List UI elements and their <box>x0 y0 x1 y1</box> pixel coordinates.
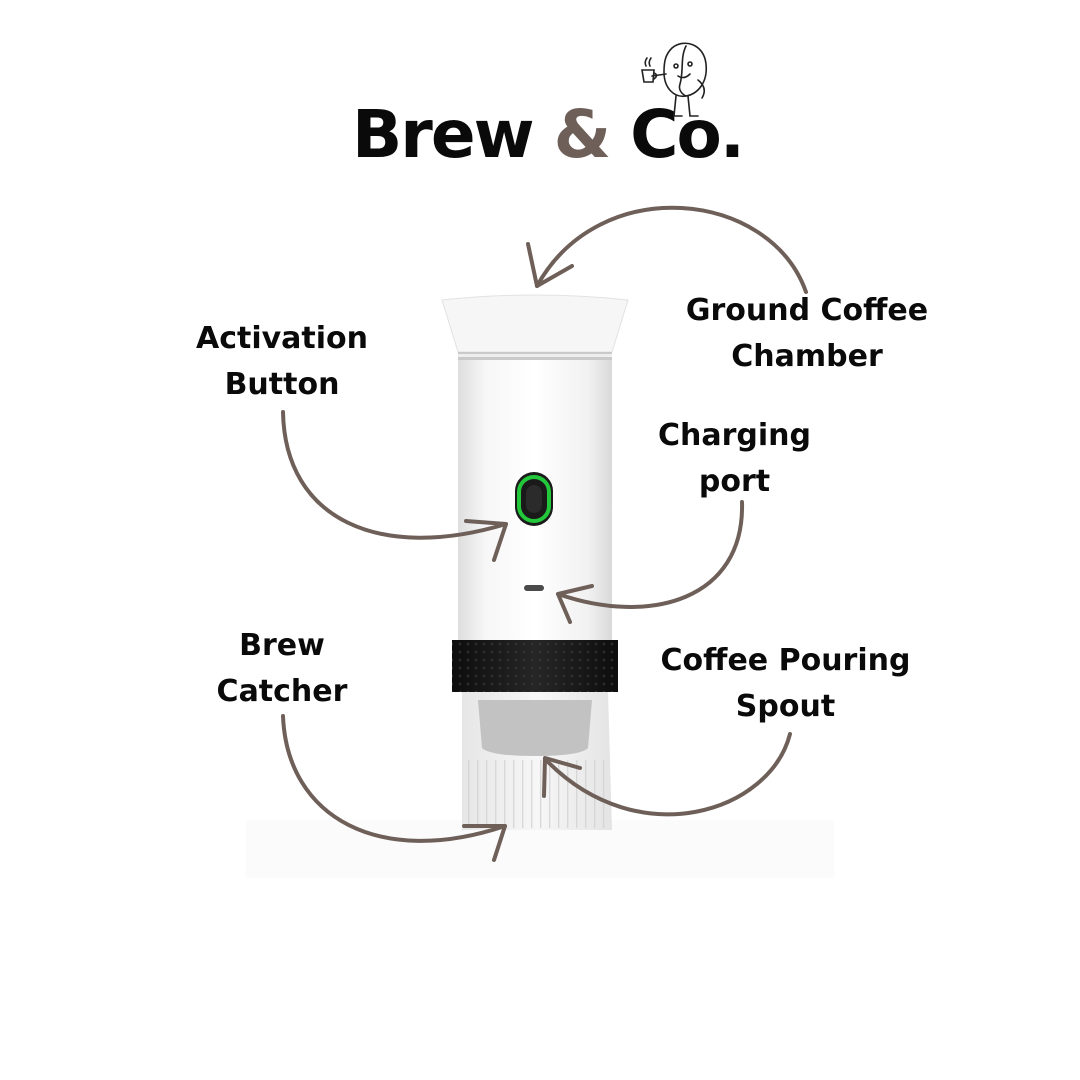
arrow-brew-catcher <box>281 714 507 843</box>
brand-name-part2: Co. <box>630 96 745 173</box>
arrowhead-brew-catcher <box>462 824 507 862</box>
callout-line: Spout <box>735 689 836 724</box>
arrowhead-ground-coffee <box>526 242 574 288</box>
callout-charging-port: Charging port <box>642 413 827 505</box>
arrow-activation <box>281 410 508 540</box>
arrowhead-pouring-spout <box>542 756 582 798</box>
callout-line: Ground Coffee <box>685 293 929 328</box>
coffee-bean-mascot-icon <box>641 42 708 117</box>
ground-coffee-chamber-lid <box>441 294 629 353</box>
arrowhead-activation <box>464 519 508 562</box>
arrowhead-charging <box>556 584 594 624</box>
callout-activation-button: Activation Button <box>182 316 382 408</box>
callout-line: Coffee Pouring <box>660 643 911 678</box>
brand-ampersand: & <box>553 96 612 173</box>
pouring-spout <box>478 700 592 756</box>
callout-line: Charging <box>657 418 811 453</box>
callout-ground-coffee-chamber: Ground Coffee Chamber <box>672 288 942 380</box>
callout-brew-catcher: Brew Catcher <box>192 623 372 715</box>
callout-line: Catcher <box>216 674 348 709</box>
activation-button[interactable] <box>515 472 553 526</box>
brand-name-part1: Brew <box>352 96 535 173</box>
callout-line: Button <box>224 367 340 402</box>
arrow-pouring-spout <box>546 732 792 817</box>
arrow-charging <box>556 500 745 609</box>
charging-port <box>524 585 544 591</box>
arrow-ground-coffee <box>535 205 808 294</box>
callout-line: Brew <box>239 628 325 663</box>
espresso-maker-device <box>246 294 834 878</box>
callout-line: port <box>698 464 771 499</box>
callout-line: Chamber <box>731 339 883 374</box>
brand-logo: Brew & Co. <box>352 96 745 173</box>
callout-line: Activation <box>195 321 369 356</box>
callout-coffee-pouring-spout: Coffee Pouring Spout <box>648 638 923 730</box>
